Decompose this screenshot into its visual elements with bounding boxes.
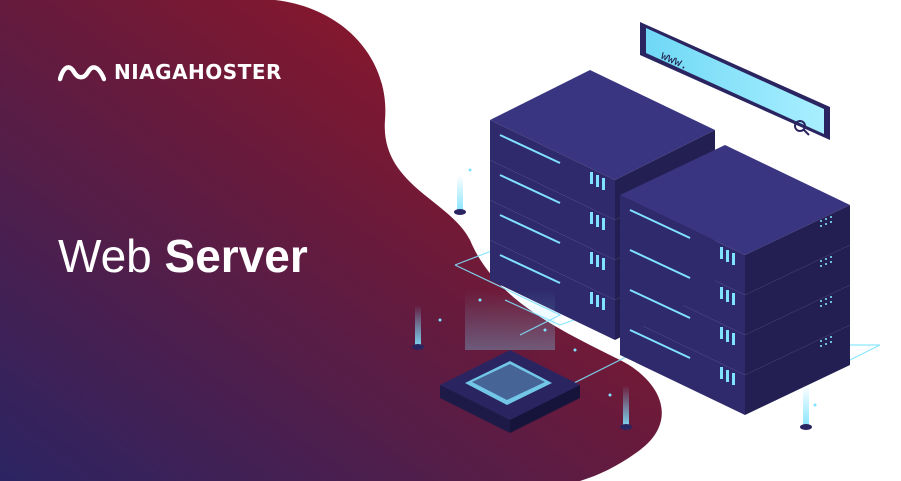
niagahoster-wave-logo-icon (58, 65, 106, 82)
server-stack-front (619, 145, 851, 416)
sparkles (438, 168, 817, 407)
brand[interactable]: NIAGAHOSTER (58, 60, 282, 84)
brand-name: NIAGAHOSTER (114, 60, 282, 84)
address-bar (640, 22, 830, 140)
title-light-word: Web (58, 230, 152, 282)
title-bold-word: Server (164, 230, 308, 282)
page-title: Web Server (58, 228, 308, 284)
magnifier-icon (794, 120, 810, 136)
light-pillars (412, 175, 812, 430)
